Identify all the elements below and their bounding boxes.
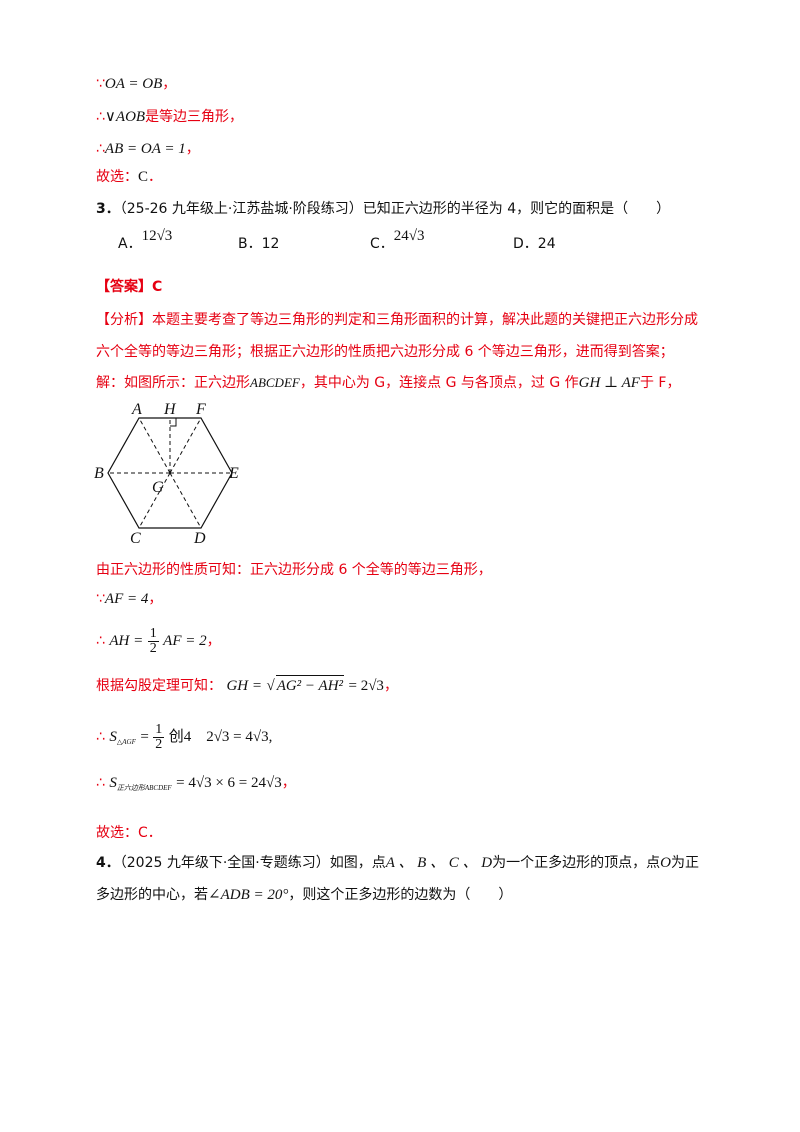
label-d: D	[193, 530, 206, 547]
line-hexagon-area: ∴ S正六边形ABCDEF = 4√3 × 6 = 24√3，	[96, 775, 296, 792]
line-choose-c: 故选：C．	[96, 169, 163, 185]
answer-label: 【答案】C	[96, 279, 163, 295]
option-b: B．12	[238, 236, 280, 252]
question-4-line-2: 多边形的中心，若∠ADB = 20°，则这个正多边形的边数为（ ）	[96, 887, 513, 903]
analysis-line-1: 【分析】本题主要考查了等边三角形的判定和三角形面积的计算，解决此题的关键把正六边…	[96, 312, 698, 328]
property-line: 由正六边形的性质可知：正六边形分成 6 个全等的等边三角形，	[96, 562, 492, 578]
option-a: A．12√3	[118, 228, 173, 252]
right-angle-mark	[170, 418, 177, 427]
question-3-stem: 3．（25-26 九年级上·江苏盐城·阶段练习）已知正六边形的半径为 4，则它的…	[96, 201, 671, 217]
line-af: ∵AF = 4，	[96, 591, 163, 607]
line-ab-eq: ∴AB = OA = 1，	[96, 141, 200, 157]
label-h: H	[163, 401, 177, 418]
line-equilateral: ∴∨AOB是等边三角形，	[96, 109, 244, 125]
label-c: C	[130, 530, 141, 547]
line-oa-ob: ∵OA = OB，	[96, 76, 177, 92]
label-a: A	[131, 401, 142, 418]
final-answer: 故选：C．	[96, 825, 162, 841]
label-e: E	[228, 465, 239, 482]
option-c: C．24√3	[370, 228, 425, 252]
line-gh: 根据勾股定理可知： GH = √AG² − AH² = 2√3，	[96, 675, 398, 696]
center-spokes	[108, 417, 232, 529]
label-b: B	[94, 465, 104, 482]
analysis-line-2: 六个全等的等边三角形；根据正六边形的性质把六边形分成 6 个等边三角形，进而得到…	[96, 344, 674, 360]
solution-intro: 解：如图所示：正六边形ABCDEF，其中心为 G，连接点 G 与各顶点，过 G …	[96, 375, 681, 391]
option-d: D．24	[513, 236, 556, 252]
question-4-line-1: 4．（2025 九年级下·全国·专题练习）如图，点A 、 B 、 C 、 D为一…	[96, 855, 699, 871]
label-g: G	[152, 479, 164, 496]
hexagon-figure: A H F B G E C D	[94, 401, 239, 547]
label-f: F	[195, 401, 206, 418]
